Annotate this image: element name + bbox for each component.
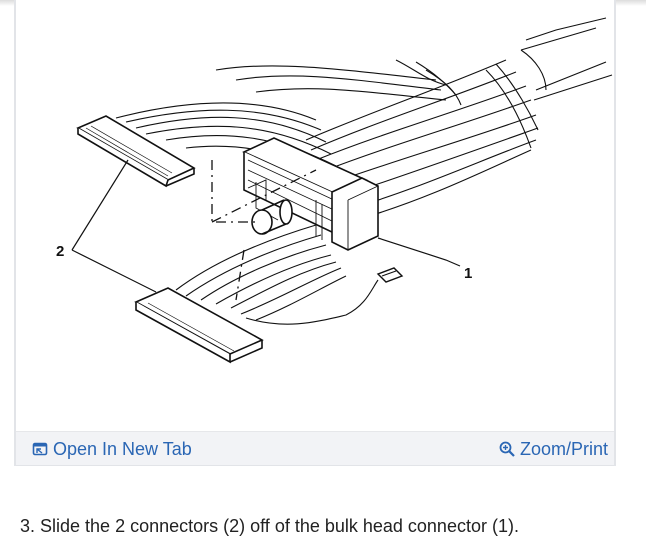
open-in-new-tab-link[interactable]: Open In New Tab: [32, 439, 192, 459]
step-caption: 3. Slide the 2 connectors (2) off of the…: [20, 516, 519, 536]
lower-connector: [134, 287, 264, 364]
wiring-diagram: 2 1: [16, 0, 614, 430]
callout-2: 2: [56, 243, 64, 260]
callout-1: 1: [464, 265, 472, 282]
leader-lines: [71, 159, 461, 293]
bulkhead-connector: [242, 137, 379, 251]
zoom-print-link[interactable]: Zoom/Print: [499, 439, 608, 459]
figure-toolbar: Open In New Tab Zoom/Print: [16, 431, 614, 465]
alignment-dashes: [211, 160, 317, 301]
zoom-magnifier-icon: [499, 441, 515, 457]
open-in-new-tab-icon: [32, 441, 48, 457]
figure-card: 2 1 Open In New Tab Zoom/: [14, 0, 616, 466]
lower-wires: [175, 224, 379, 325]
open-in-new-tab-label: Open In New Tab: [53, 439, 192, 459]
small-plug: [376, 267, 404, 283]
zoom-print-label: Zoom/Print: [519, 439, 608, 459]
upper-connector: [76, 115, 196, 188]
